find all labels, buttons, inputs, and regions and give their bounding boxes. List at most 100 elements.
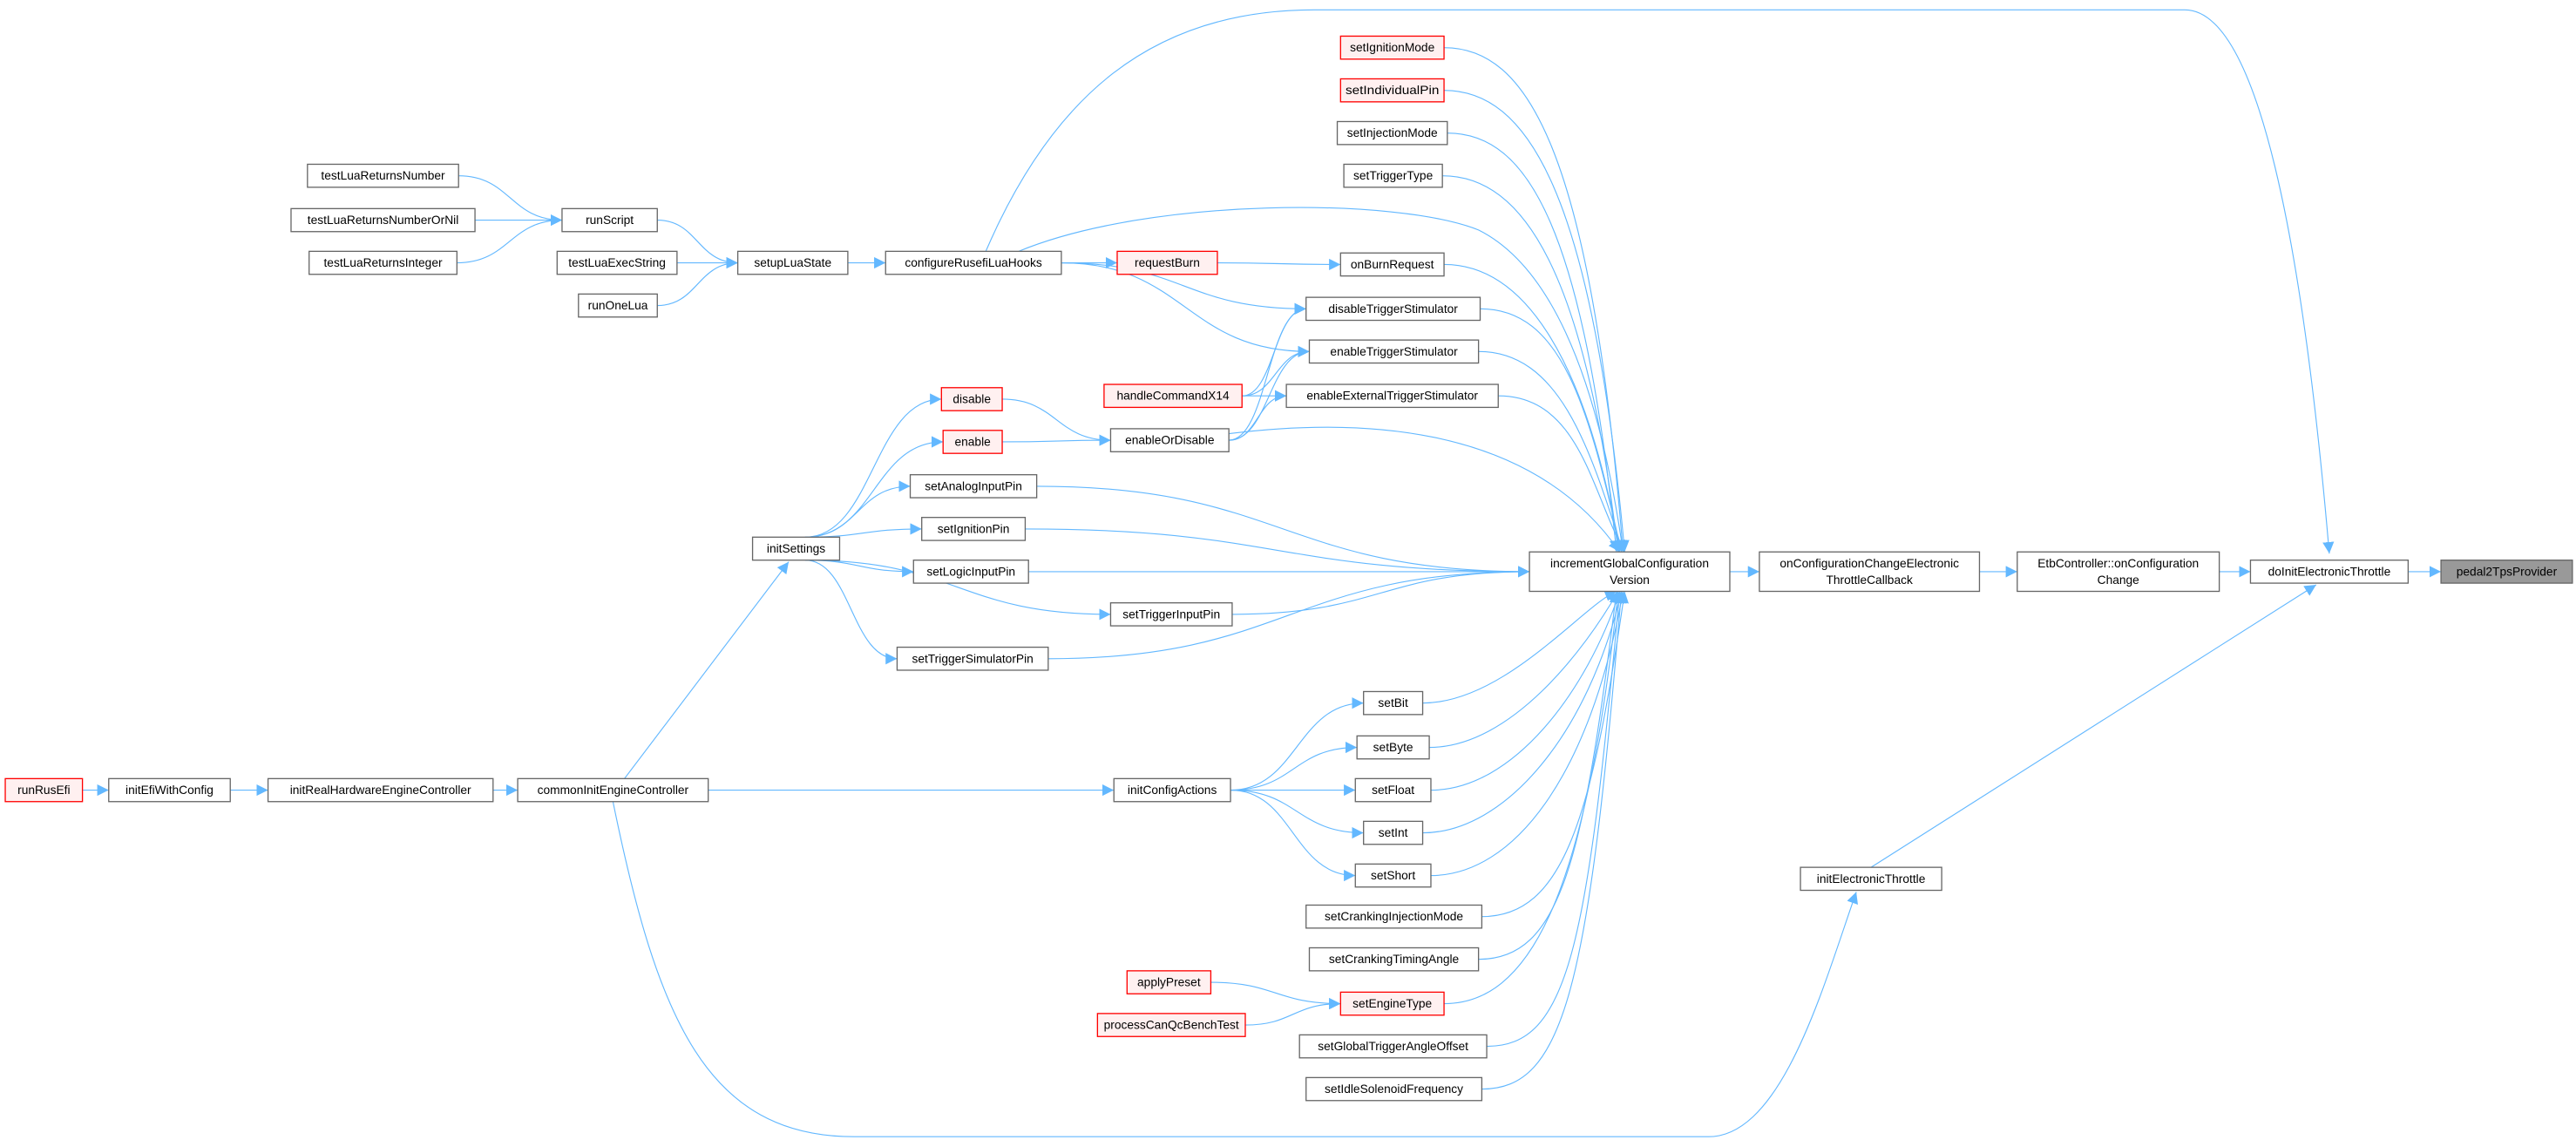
node-commonInitEngineController[interactable]: commonInitEngineController: [517, 777, 709, 803]
node-setCrankingInjectionMode[interactable]: setCrankingInjectionMode: [1305, 904, 1483, 929]
node-setInt[interactable]: setInt: [1363, 820, 1424, 845]
node-setTriggerInputPin[interactable]: setTriggerInputPin: [1109, 602, 1233, 627]
edge-setTriggerSimulatorPin-to-incrementGlobalConfigurationVersion: [1047, 566, 1530, 660]
node-box: [1109, 602, 1233, 627]
node-requestBurn[interactable]: requestBurn: [1116, 250, 1218, 275]
node-box: [1305, 296, 1481, 322]
edge-setTriggerInputPin-to-incrementGlobalConfigurationVersion: [1231, 566, 1530, 615]
node-setTriggerSimulatorPin[interactable]: setTriggerSimulatorPin: [896, 646, 1049, 671]
edge-testLuaReturnsInteger-to-runScript: [457, 214, 562, 264]
node-onConfigurationChangeElectronicThrottleCallback[interactable]: onConfigurationChangeElectronicThrottleC…: [1759, 551, 1981, 593]
edge-processCanQcBenchTest-to-setEngineType: [1244, 997, 1341, 1026]
node-onBurnRequest[interactable]: onBurnRequest: [1339, 252, 1445, 277]
edge-testLuaReturnsNumber-to-runScript: [458, 175, 562, 227]
node-processCanQcBenchTest[interactable]: processCanQcBenchTest: [1096, 1013, 1246, 1037]
node-runOneLua[interactable]: runOneLua: [578, 293, 658, 318]
node-label: setIgnitionMode: [1350, 41, 1434, 54]
node-label: setupLuaState: [754, 256, 831, 269]
node-setIdleSolenoidFrequency[interactable]: setIdleSolenoidFrequency: [1305, 1076, 1483, 1102]
node-label: setInjectionMode: [1347, 126, 1438, 139]
node-label: runRusEfi: [17, 784, 70, 797]
node-setByte[interactable]: setByte: [1356, 735, 1430, 760]
node-initRealHardwareEngineController[interactable]: initRealHardwareEngineController: [267, 777, 494, 803]
node-runRusEfi[interactable]: runRusEfi: [4, 777, 84, 803]
node-enable[interactable]: enable: [942, 430, 1003, 454]
node-setLogicInputPin[interactable]: setLogicInputPin: [912, 560, 1029, 584]
node-label: onConfigurationChangeElectronic: [1779, 557, 1959, 570]
node-box: [1343, 163, 1443, 188]
edge-runScript-to-setupLuaState: [657, 219, 738, 269]
edge-enableOrDisable-to-enableExternalTriggerStimulator: [1229, 390, 1287, 441]
node-setupLuaState[interactable]: setupLuaState: [736, 250, 849, 275]
node-handleCommandX14[interactable]: handleCommandX14: [1103, 383, 1243, 409]
node-box: [1126, 970, 1212, 994]
edge-initSettings-to-disable: [804, 393, 942, 538]
node-initConfigActions[interactable]: initConfigActions: [1113, 777, 1231, 803]
node-EtbController_onConfigurationChange[interactable]: EtbController::onConfigurationChange: [2017, 551, 2220, 593]
node-initSettings[interactable]: initSettings: [751, 536, 841, 561]
node-setInjectionMode[interactable]: setInjectionMode: [1336, 120, 1448, 146]
node-initEfiWithConfig[interactable]: initEfiWithConfig: [108, 777, 231, 803]
node-setAnalogInputPin[interactable]: setAnalogInputPin: [909, 474, 1038, 499]
node-box: [751, 536, 841, 561]
node-box: [1298, 1034, 1488, 1059]
node-label: testLuaReturnsNumber: [321, 169, 445, 182]
node-box: [4, 777, 84, 803]
node-setTriggerType[interactable]: setTriggerType: [1343, 163, 1443, 188]
node-testLuaReturnsNumberOrNil[interactable]: testLuaReturnsNumberOrNil: [290, 207, 476, 233]
node-setFloat[interactable]: setFloat: [1354, 777, 1432, 803]
node-label: enableExternalTriggerStimulator: [1306, 390, 1478, 403]
node-box: [1339, 252, 1445, 277]
node-box: [1103, 383, 1243, 409]
node-setEngineType[interactable]: setEngineType: [1339, 991, 1445, 1016]
node-setShort[interactable]: setShort: [1354, 863, 1432, 888]
edge-onBurnRequest-to-incrementGlobalConfigurationVersion: [1444, 263, 1624, 553]
edges-layer: [82, 9, 2442, 1137]
node-enableTriggerStimulator[interactable]: enableTriggerStimulator: [1308, 339, 1480, 364]
node-box: [885, 250, 1062, 275]
node-box: [1363, 820, 1424, 845]
node-runScript[interactable]: runScript: [561, 207, 658, 233]
node-label: Version: [1610, 573, 1650, 587]
node-setIgnitionMode[interactable]: setIgnitionMode: [1339, 35, 1445, 60]
node-setCrankingTimingAngle[interactable]: setCrankingTimingAngle: [1308, 947, 1480, 972]
node-enableExternalTriggerStimulator[interactable]: enableExternalTriggerStimulator: [1285, 383, 1499, 409]
node-label: initConfigActions: [1128, 784, 1217, 797]
node-box: [1339, 35, 1445, 60]
edge-initElectronicThrottle-to-doInitElectronicThrottle: [1870, 584, 2317, 868]
node-label: testLuaExecString: [568, 256, 666, 269]
edge-setByte-to-incrementGlobalConfigurationVersion: [1429, 591, 1619, 749]
node-label: initEfiWithConfig: [125, 784, 214, 797]
node-disableTriggerStimulator[interactable]: disableTriggerStimulator: [1305, 296, 1481, 322]
edge-commonInitEngineController-to-initElectronicThrottle: [612, 801, 1858, 1137]
node-pedal2TpsProvider[interactable]: pedal2TpsProvider: [2440, 560, 2573, 584]
node-testLuaReturnsNumber[interactable]: testLuaReturnsNumber: [307, 163, 459, 188]
node-setGlobalTriggerAngleOffset[interactable]: setGlobalTriggerAngleOffset: [1298, 1034, 1488, 1059]
node-label: setLogicInputPin: [926, 565, 1015, 578]
node-label: pedal2TpsProvider: [2457, 565, 2558, 578]
node-setBit[interactable]: setBit: [1363, 690, 1424, 716]
edge-enableTriggerStimulator-to-incrementGlobalConfigurationVersion: [1478, 350, 1625, 553]
node-applyPreset[interactable]: applyPreset: [1126, 970, 1212, 994]
node-disable[interactable]: disable: [940, 387, 1003, 411]
node-box: [1113, 777, 1231, 803]
node-box: [1339, 78, 1445, 103]
edge-enableOrDisable-to-incrementGlobalConfigurationVersion: [1229, 426, 1621, 553]
node-setIgnitionPin[interactable]: setIgnitionPin: [921, 517, 1027, 541]
node-testLuaReturnsInteger[interactable]: testLuaReturnsInteger: [308, 250, 458, 275]
node-initElectronicThrottle[interactable]: initElectronicThrottle: [1800, 866, 1942, 892]
edge-initSettings-to-setTriggerSimulatorPin: [804, 560, 898, 665]
node-configureRusefiLuaHooks[interactable]: configureRusefiLuaHooks: [885, 250, 1062, 275]
node-box: [1116, 250, 1218, 275]
node-setIndividualPin[interactable]: setIndividualPin: [1339, 78, 1445, 103]
node-box: [942, 430, 1003, 454]
node-label: setTriggerSimulatorPin: [912, 652, 1033, 665]
node-label: setIdleSolenoidFrequency: [1325, 1082, 1463, 1096]
node-label: setCrankingInjectionMode: [1325, 910, 1463, 923]
node-testLuaExecString[interactable]: testLuaExecString: [556, 250, 678, 275]
node-enableOrDisable[interactable]: enableOrDisable: [1109, 428, 1230, 452]
edge-setFloat-to-incrementGlobalConfigurationVersion: [1430, 591, 1622, 791]
node-doInitElectronicThrottle[interactable]: doInitElectronicThrottle: [2249, 560, 2410, 584]
edge-initSettings-to-setIgnitionPin: [804, 523, 922, 538]
